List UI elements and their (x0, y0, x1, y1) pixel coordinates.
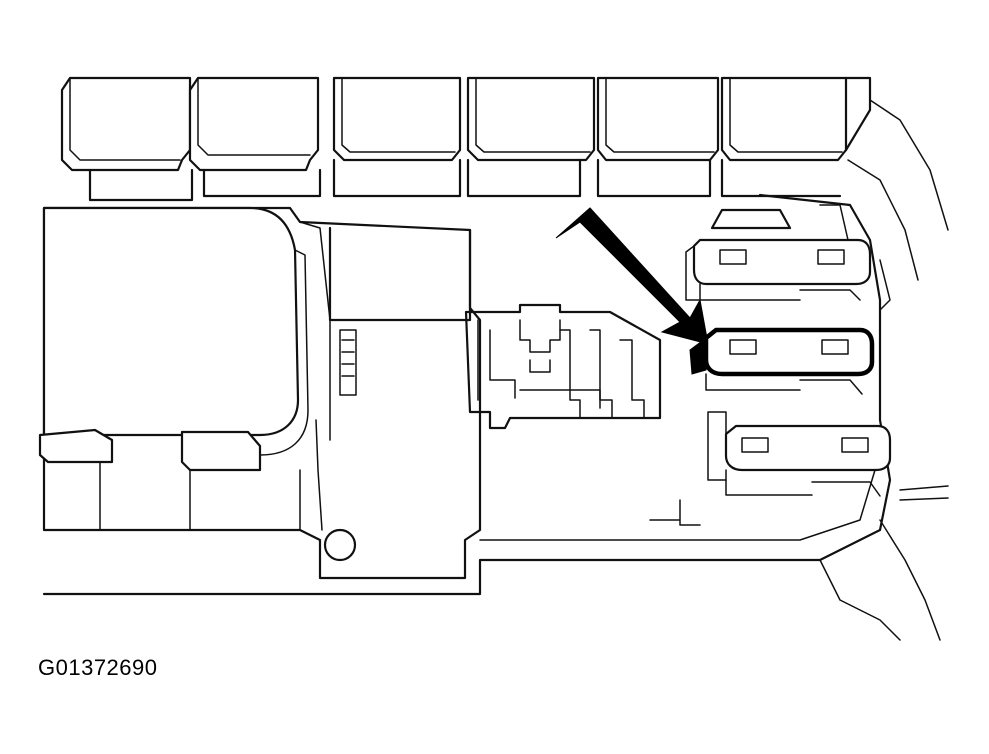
fuse-bottom (724, 424, 892, 472)
figure-id-label: G01372690 (38, 655, 158, 680)
center-column (323, 226, 472, 562)
large-relay-block (38, 206, 357, 531)
terminal-grid (464, 303, 662, 430)
top-relay-row (60, 76, 872, 202)
fuse-top (692, 238, 872, 286)
mounting-hole (323, 528, 357, 562)
fuse-stack (649, 204, 892, 526)
housing-outline (42, 99, 949, 641)
fuse-highlighted (703, 327, 875, 377)
